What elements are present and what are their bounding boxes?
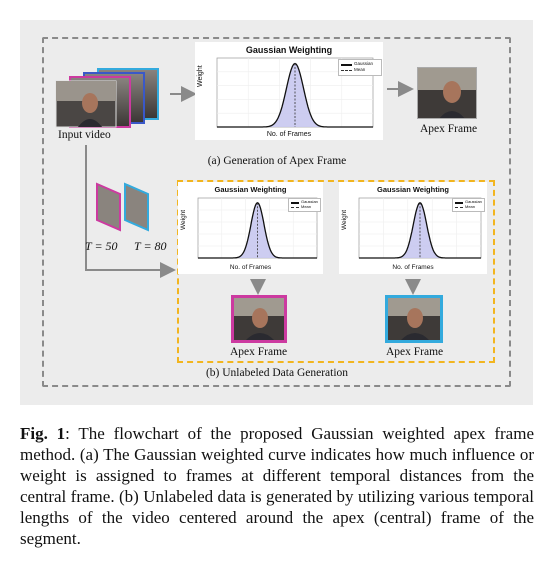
section-a-label: (a) Generation of Apex Frame bbox=[207, 155, 347, 167]
legend-gaussian: Gaussian bbox=[354, 61, 374, 66]
plot-title: Gaussian Weighting bbox=[245, 45, 333, 55]
legend-gaussian-swatch bbox=[341, 64, 352, 66]
plot-title: Gaussian Weighting bbox=[214, 185, 287, 194]
gaussian-curve bbox=[217, 62, 373, 128]
gaussian-fill bbox=[359, 202, 481, 258]
apex-frame-t50-label: Apex Frame bbox=[230, 346, 288, 358]
x-axis-label: No. of Frames bbox=[392, 264, 434, 271]
arrow-to-unlabeled bbox=[85, 145, 176, 278]
caption-figure-number: Fig. 1 bbox=[20, 424, 66, 443]
t50-label: T = 50 bbox=[85, 239, 118, 253]
caption-text: : The flowchart of the proposed Gaussian… bbox=[20, 424, 534, 548]
legend-gaussian: Gaussian bbox=[301, 199, 318, 204]
y-axis-label: Weight bbox=[341, 209, 348, 230]
plot-legend: Gaussian Mean bbox=[338, 59, 382, 76]
t80-label: T = 80 bbox=[134, 239, 167, 253]
gaussian-fill bbox=[198, 202, 317, 258]
temporal-clips bbox=[93, 180, 163, 235]
legend-mean: Mean bbox=[465, 204, 476, 209]
section-b-label: (b) Unlabeled Data Generation bbox=[205, 367, 349, 379]
apex-frame-t80-label: Apex Frame bbox=[386, 346, 444, 358]
apex-frame-t80-image bbox=[385, 295, 443, 343]
legend-mean-swatch bbox=[291, 207, 299, 208]
apex-frame-t50-image bbox=[231, 295, 287, 343]
apex-frame-label: Apex Frame bbox=[420, 123, 478, 135]
legend-mean-swatch bbox=[455, 207, 463, 208]
y-axis-label: Weight bbox=[197, 65, 204, 87]
outer-dashed-border bbox=[42, 37, 511, 387]
figure-caption: Fig. 1: The flowchart of the proposed Ga… bbox=[20, 423, 534, 549]
plot-legend: Gaussian Mean bbox=[288, 198, 321, 212]
legend-mean: Mean bbox=[354, 67, 366, 72]
plot-title: Gaussian Weighting bbox=[377, 185, 449, 194]
legend-gaussian: Gaussian bbox=[465, 199, 482, 204]
gaussian-plot-t50: Gaussian Weighting Weight No. of Frames … bbox=[178, 182, 323, 274]
legend-gaussian-swatch bbox=[291, 202, 299, 204]
gaussian-plot-t80: Gaussian Weighting Weight No. of Frames … bbox=[339, 182, 487, 274]
legend-mean-swatch bbox=[341, 70, 352, 71]
legend-mean: Mean bbox=[301, 204, 312, 209]
x-axis-label: No. of Frames bbox=[229, 264, 272, 271]
x-axis-label: No. of Frames bbox=[266, 131, 312, 138]
apex-frame-image bbox=[417, 67, 477, 119]
input-video-stack bbox=[54, 67, 169, 129]
gaussian-plot-top: Gaussian Weighting Weight No. of Frames … bbox=[195, 42, 383, 140]
plot-legend: Gaussian Mean bbox=[452, 198, 485, 212]
legend-gaussian-swatch bbox=[455, 202, 463, 204]
y-axis-label: Weight bbox=[180, 209, 187, 230]
input-video-label: Input video bbox=[58, 129, 111, 141]
